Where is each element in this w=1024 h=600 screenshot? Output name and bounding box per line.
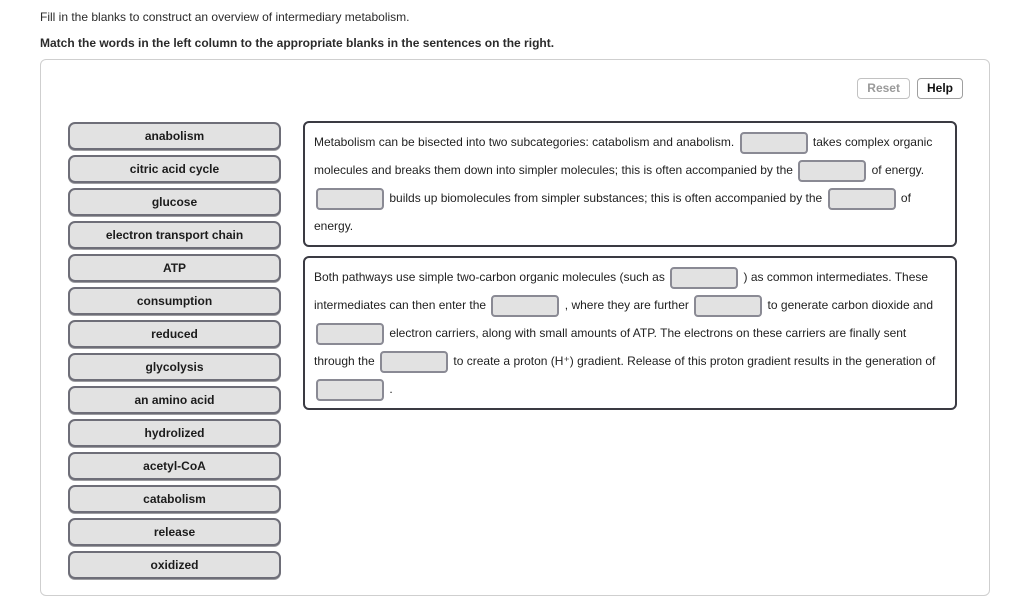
word-electron-transport-chain[interactable]: electron transport chain — [68, 221, 281, 249]
blank-dropzone-p1-1[interactable] — [739, 131, 808, 154]
passage-1: Metabolism can be bisected into two subc… — [303, 121, 957, 247]
passage-text-segment: of energy. — [871, 163, 925, 177]
word-reduced[interactable]: reduced — [68, 320, 281, 348]
blank-dropzone-p1-3[interactable] — [316, 187, 384, 210]
word-catabolism[interactable]: catabolism — [68, 485, 281, 513]
passage-text-segment: to generate carbon dioxide and — [767, 298, 934, 312]
word-anabolism[interactable]: anabolism — [68, 122, 281, 150]
word-release[interactable]: release — [68, 518, 281, 546]
passage-text-segment: . — [389, 382, 393, 396]
passage-text-segment: of energy. — [314, 191, 911, 233]
blank-dropzone-p1-2[interactable] — [798, 159, 867, 182]
reset-button[interactable]: Reset — [857, 78, 910, 99]
word-glycolysis[interactable]: glycolysis — [68, 353, 281, 381]
passage-text-segment: builds up biomolecules from simpler subs… — [389, 191, 823, 205]
blank-dropzone-p2-3[interactable] — [694, 294, 763, 317]
passage-2: Both pathways use simple two-carbon orga… — [303, 256, 957, 410]
blank-dropzone-p2-4[interactable] — [316, 322, 384, 345]
match-instruction: Match the words in the left column to th… — [40, 36, 555, 50]
word-glucose[interactable]: glucose — [68, 188, 281, 216]
word-atp[interactable]: ATP — [68, 254, 281, 282]
activity-panel: Reset Help anabolism citric acid cycle g… — [40, 59, 990, 596]
passage-text-segment: ) as common intermediates. These interme… — [314, 270, 929, 312]
instruction-text: Fill in the blanks to construct an overv… — [40, 10, 410, 24]
blank-dropzone-p2-5[interactable] — [380, 350, 449, 373]
passages-column: Metabolism can be bisected into two subc… — [303, 121, 957, 419]
toolbar: Reset Help — [857, 78, 963, 99]
word-oxidized[interactable]: oxidized — [68, 551, 281, 579]
blank-dropzone-p1-4[interactable] — [827, 187, 896, 210]
passage-text-segment: to create a proton (H⁺) gradient. Releas… — [453, 354, 936, 368]
passage-text-segment: electron carriers, along with small amou… — [314, 326, 907, 368]
passage-text-segment: Metabolism can be bisected into two subc… — [314, 135, 735, 149]
word-bank-column: anabolism citric acid cycle glucose elec… — [68, 122, 281, 584]
passage-text-segment: Both pathways use simple two-carbon orga… — [314, 270, 665, 284]
blank-dropzone-p2-2[interactable] — [491, 294, 560, 317]
page-header: Fill in the blanks to construct an overv… — [0, 0, 1024, 50]
word-hydrolized[interactable]: hydrolized — [68, 419, 281, 447]
word-citric-acid-cycle[interactable]: citric acid cycle — [68, 155, 281, 183]
word-consumption[interactable]: consumption — [68, 287, 281, 315]
help-button[interactable]: Help — [916, 78, 963, 99]
passage-text-segment: , where they are further — [564, 298, 689, 312]
blank-dropzone-p2-1[interactable] — [670, 266, 739, 289]
word-acetyl-coa[interactable]: acetyl-CoA — [68, 452, 281, 480]
passage-text-segment: takes complex organic molecules and brea… — [314, 135, 933, 177]
word-an-amino-acid[interactable]: an amino acid — [68, 386, 281, 414]
blank-dropzone-p2-6[interactable] — [316, 378, 384, 401]
